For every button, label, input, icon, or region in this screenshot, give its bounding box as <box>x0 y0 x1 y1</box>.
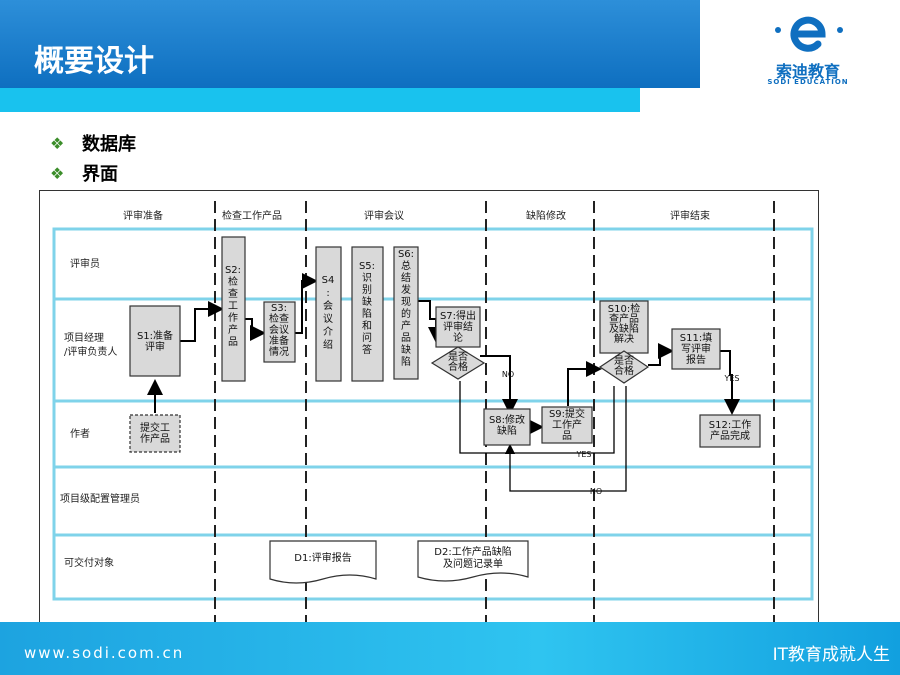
node-text: 是否合格 <box>448 351 468 373</box>
node-text: S12:工作产品完成 <box>709 419 751 442</box>
node-text: 提交工作产品 <box>140 421 170 445</box>
phase-label: 评审准备 <box>123 209 163 222</box>
logo-e-icon <box>775 16 843 52</box>
lane-label: 项目级配置管理员 <box>60 492 140 505</box>
node-text: D2:工作产品缺陷及问题记录单 <box>434 545 511 570</box>
bullet-item: ❖ 界面 <box>50 158 136 188</box>
phase-label: 评审结束 <box>670 209 710 222</box>
node-decision-1 <box>430 346 486 380</box>
lane-reviewer <box>52 227 814 301</box>
node-submit-product <box>129 414 181 453</box>
node-text: 是否合格 <box>614 355 634 377</box>
footer-slogan: IT教育成就人生 <box>772 645 890 665</box>
connector-label-no: NO <box>590 487 602 496</box>
node-s3 <box>263 301 296 363</box>
diamond-bullet-icon: ❖ <box>50 133 65 153</box>
bullet-text: 界面 <box>82 164 118 185</box>
node-text: D1:评审报告 <box>294 551 351 564</box>
node-s10 <box>599 300 649 354</box>
node-text: S7:得出评审结论 <box>440 309 476 344</box>
node-decision-2 <box>598 350 650 384</box>
lane-deliverables <box>52 533 814 601</box>
node-text: S10:检查产品及缺陷解决 <box>608 302 640 345</box>
title-bar: 概要设计 <box>0 0 700 88</box>
swimlanes <box>52 227 814 601</box>
doc-d2 <box>417 540 529 582</box>
feedback-lines <box>459 381 627 492</box>
connector-label-yes: YES <box>575 450 591 459</box>
node-text: S9:提交工作产品 <box>549 407 585 442</box>
slide-header: 概要设计 索迪教育 SODI EDUCATION <box>0 0 900 112</box>
slide-title: 概要设计 <box>34 44 154 79</box>
lane-label: 作者 <box>70 428 90 440</box>
node-text: S1:准备评审 <box>137 329 173 353</box>
node-text: S11:填写评审报告 <box>680 331 712 366</box>
bullet-list: ❖ 数据库 ❖ 界面 <box>50 128 136 188</box>
node-s1 <box>129 305 181 377</box>
logo-name: 索迪教育 <box>775 62 840 81</box>
node-text: S4:会议介绍 <box>322 275 335 351</box>
slide-footer: www.sodi.com.cn IT教育成就人生 <box>0 622 900 675</box>
node-s6 <box>393 246 419 380</box>
node-text: S6:总结发现的产品缺陷 <box>398 249 414 368</box>
footer-url: www.sodi.com.cn <box>24 644 185 662</box>
node-text: S8:修改缺陷 <box>489 413 525 437</box>
connectors <box>147 273 740 435</box>
sodi-logo: 索迪教育 SODI EDUCATION <box>748 8 868 88</box>
node-s9 <box>541 406 593 444</box>
diamond-bullet-icon: ❖ <box>50 163 65 183</box>
header-accent-band <box>0 88 640 112</box>
node-s7 <box>435 306 481 348</box>
logo-area: 索迪教育 SODI EDUCATION <box>700 0 900 88</box>
node-s2 <box>221 236 246 382</box>
lane-config-mgr <box>52 465 814 537</box>
node-text: S5:识别缺陷和问答 <box>359 261 375 356</box>
connector-label-yes: YES <box>723 374 739 383</box>
node-s5 <box>351 246 384 382</box>
bullet-item: ❖ 数据库 <box>50 128 136 158</box>
phase-label: 评审会议 <box>364 209 404 222</box>
node-s12 <box>699 414 761 448</box>
node-text: S3:检查会议准备情况 <box>269 303 289 358</box>
node-s11 <box>671 328 721 370</box>
lane-label: 可交付对象 <box>64 556 114 569</box>
phase-label: 缺陷修改 <box>526 209 566 222</box>
logo-subtitle: SODI EDUCATION <box>767 78 849 86</box>
doc-d1 <box>269 540 377 584</box>
node-text: S2:检查工作产品 <box>225 265 241 348</box>
phase-label: 检查工作产品 <box>222 209 282 222</box>
bullet-text: 数据库 <box>82 134 136 155</box>
node-s8 <box>483 408 531 446</box>
lane-label: 项目经理/评审负责人 <box>64 331 117 358</box>
lane-label: 评审员 <box>70 257 100 270</box>
connector-label-no: NO <box>502 370 514 379</box>
node-s4 <box>315 246 342 382</box>
review-process-diagram: 评审准备 检查工作产品 评审会议 缺陷修改 评审结束 评审员 项目经理/评审负责… <box>39 190 819 635</box>
